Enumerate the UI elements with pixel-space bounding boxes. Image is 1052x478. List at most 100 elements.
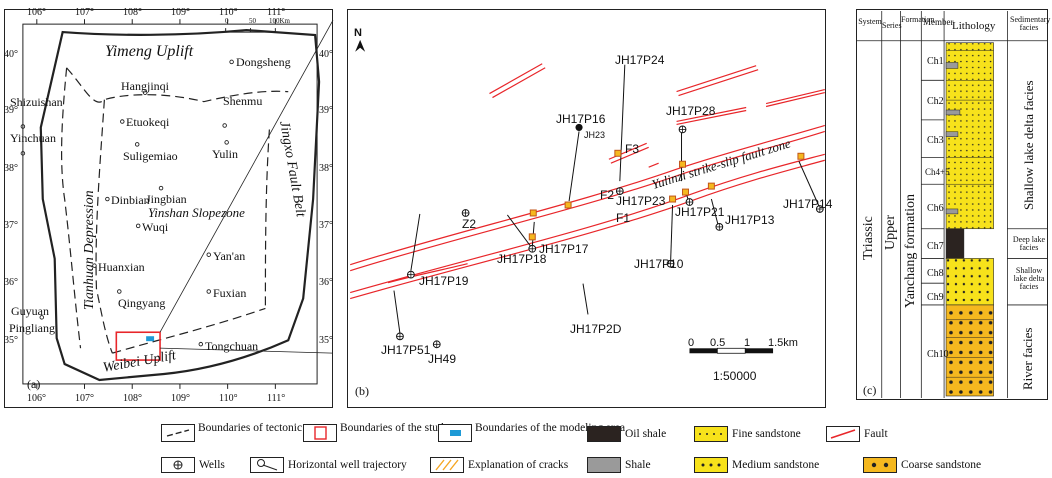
well-label: JH17P13 — [725, 213, 775, 227]
lon-tick-bottom: 107° — [75, 393, 94, 404]
city-label: Yulin — [212, 147, 239, 161]
lat-tick-right: 36° — [319, 277, 333, 288]
scale-tick: 1 — [744, 337, 751, 349]
panel-b-fault-map: N JH17P24 JH17P28 JH17P16 JH23 JH17P23 J… — [347, 9, 832, 408]
well-label: JH17P19 — [419, 274, 469, 288]
scale-ratio: 1:50000 — [713, 369, 757, 383]
panel-a-map-graphics — [20, 19, 334, 389]
well-label: JH17P23 — [616, 194, 666, 208]
scale-tick: 0 — [688, 337, 695, 349]
city-label: Fuxian — [213, 286, 247, 300]
facies-shallow-lake-2: Shallow lake delta facies — [1013, 266, 1045, 291]
panel-c-stratigraphic-column: System Series Formation Member Lithology… — [856, 9, 1051, 400]
lat-tick-left: 37° — [4, 220, 18, 231]
city-label: Huanxian — [98, 260, 145, 274]
header-formation: Formation — [901, 15, 935, 24]
lat-tick-right: 40° — [319, 49, 333, 60]
yimeng-uplift-label: Yimeng Uplift — [105, 43, 194, 60]
basin-outline — [39, 28, 321, 382]
well-label: JH17P16 — [556, 112, 606, 126]
lon-tick-top: 111° — [267, 7, 286, 18]
header-lithology: Lithology — [952, 20, 996, 32]
well-label: Z2 — [462, 217, 477, 231]
lat-tick-left: 39° — [4, 105, 18, 116]
scale-tick: 50 — [249, 17, 256, 25]
city-label: Guyuan — [11, 304, 49, 318]
lat-tick-left: 40° — [4, 49, 18, 60]
header-system: System — [858, 17, 882, 26]
member-label: Ch1 — [927, 56, 944, 67]
city-label: Tongchuan — [205, 339, 259, 353]
lon-tick-bottom: 106° — [27, 393, 46, 404]
system-triassic: Triassic — [861, 216, 876, 260]
lon-tick-bottom: 109° — [171, 393, 190, 404]
medium-sandstone-swatch — [694, 457, 728, 473]
header-facies: Sedimentary facies — [1010, 15, 1051, 32]
crack-icon — [430, 457, 464, 473]
north-label: N — [354, 27, 362, 39]
lat-tick-right: 38° — [319, 163, 333, 174]
header-member: Member — [923, 17, 954, 27]
panel-b-map-graphics — [350, 39, 825, 354]
study-area-icon — [303, 424, 337, 442]
member-label: Ch9 — [927, 292, 944, 303]
member-label: Ch7 — [927, 241, 944, 252]
city-label: Shenmu — [223, 94, 263, 108]
facies-shallow-lake: Shallow lake delta facies — [1021, 80, 1036, 210]
lon-tick-bottom: 108° — [123, 393, 142, 404]
member-label: Ch2 — [927, 96, 944, 107]
city-label: Wuqi — [142, 220, 169, 234]
panel-b-label: (b) — [355, 384, 369, 398]
member-label: Ch10 — [927, 349, 949, 360]
well-label: JH17P17 — [539, 242, 589, 256]
well-label: JH17P14 — [783, 197, 833, 211]
oil-shale-swatch — [587, 426, 621, 442]
lon-tick-bottom: 111° — [267, 393, 286, 404]
header-series: Series — [882, 21, 902, 30]
member-label: Ch4+5 — [925, 167, 950, 177]
city-label: Jingbian — [146, 192, 187, 206]
well-label: JH17P2D — [570, 322, 622, 336]
facies-river: River facies — [1020, 327, 1035, 390]
well-icon — [161, 457, 195, 473]
fault-f2-label: F2 — [600, 188, 615, 202]
lat-tick-left: 36° — [4, 277, 18, 288]
well-jh23-marker — [575, 123, 583, 131]
panel-a-tectonic-map: 106° 107° 108° 109° 110° 111° 106° 107° … — [4, 7, 334, 408]
scale-tick: 100Km — [269, 17, 290, 25]
lat-tick-right: 39° — [319, 105, 333, 116]
lat-tick-right: 37° — [319, 220, 333, 231]
lon-tick-top: 107° — [75, 7, 94, 18]
series-upper: Upper — [883, 215, 898, 250]
modeling-area-box — [146, 336, 155, 342]
scale-tick: 0 — [225, 17, 229, 25]
lon-tick-top: 109° — [171, 7, 190, 18]
city-label: Dinbian — [111, 193, 150, 207]
city-label: Dongsheng — [236, 55, 291, 69]
panel-c-column-graphics — [857, 11, 1047, 398]
city-label: Suligemiao — [123, 149, 178, 163]
city-label: Hangjinqi — [121, 79, 169, 93]
city-label: Yinchuan — [10, 131, 56, 145]
horizontal-well-icon — [250, 457, 284, 473]
city-label: Shizuishan — [10, 95, 63, 109]
legend: Boundaries of tectonic zones Boundaries … — [0, 412, 1052, 478]
lon-tick-top: 108° — [123, 7, 142, 18]
well-label: JH17P24 — [615, 53, 665, 67]
lat-tick-left: 38° — [4, 163, 18, 174]
member-label: Ch6 — [927, 203, 944, 214]
study-area-box — [115, 331, 161, 361]
modeling-area-icon — [438, 424, 472, 442]
member-label: Ch8 — [927, 268, 944, 279]
coarse-sandstone-swatch — [863, 457, 897, 473]
crack-markers — [528, 149, 805, 241]
scale-tick: 0.5 — [710, 337, 726, 349]
lon-tick-top: 110° — [219, 7, 238, 18]
panel-a-label: (a) — [27, 377, 41, 391]
scale-tick: 1.5km — [768, 337, 798, 349]
member-label: Ch3 — [927, 135, 944, 146]
scale-bar — [689, 347, 774, 354]
well-label: JH17P18 — [497, 252, 547, 266]
fine-sandstone-swatch — [694, 426, 728, 442]
well-label: JH17P10 — [634, 257, 684, 271]
